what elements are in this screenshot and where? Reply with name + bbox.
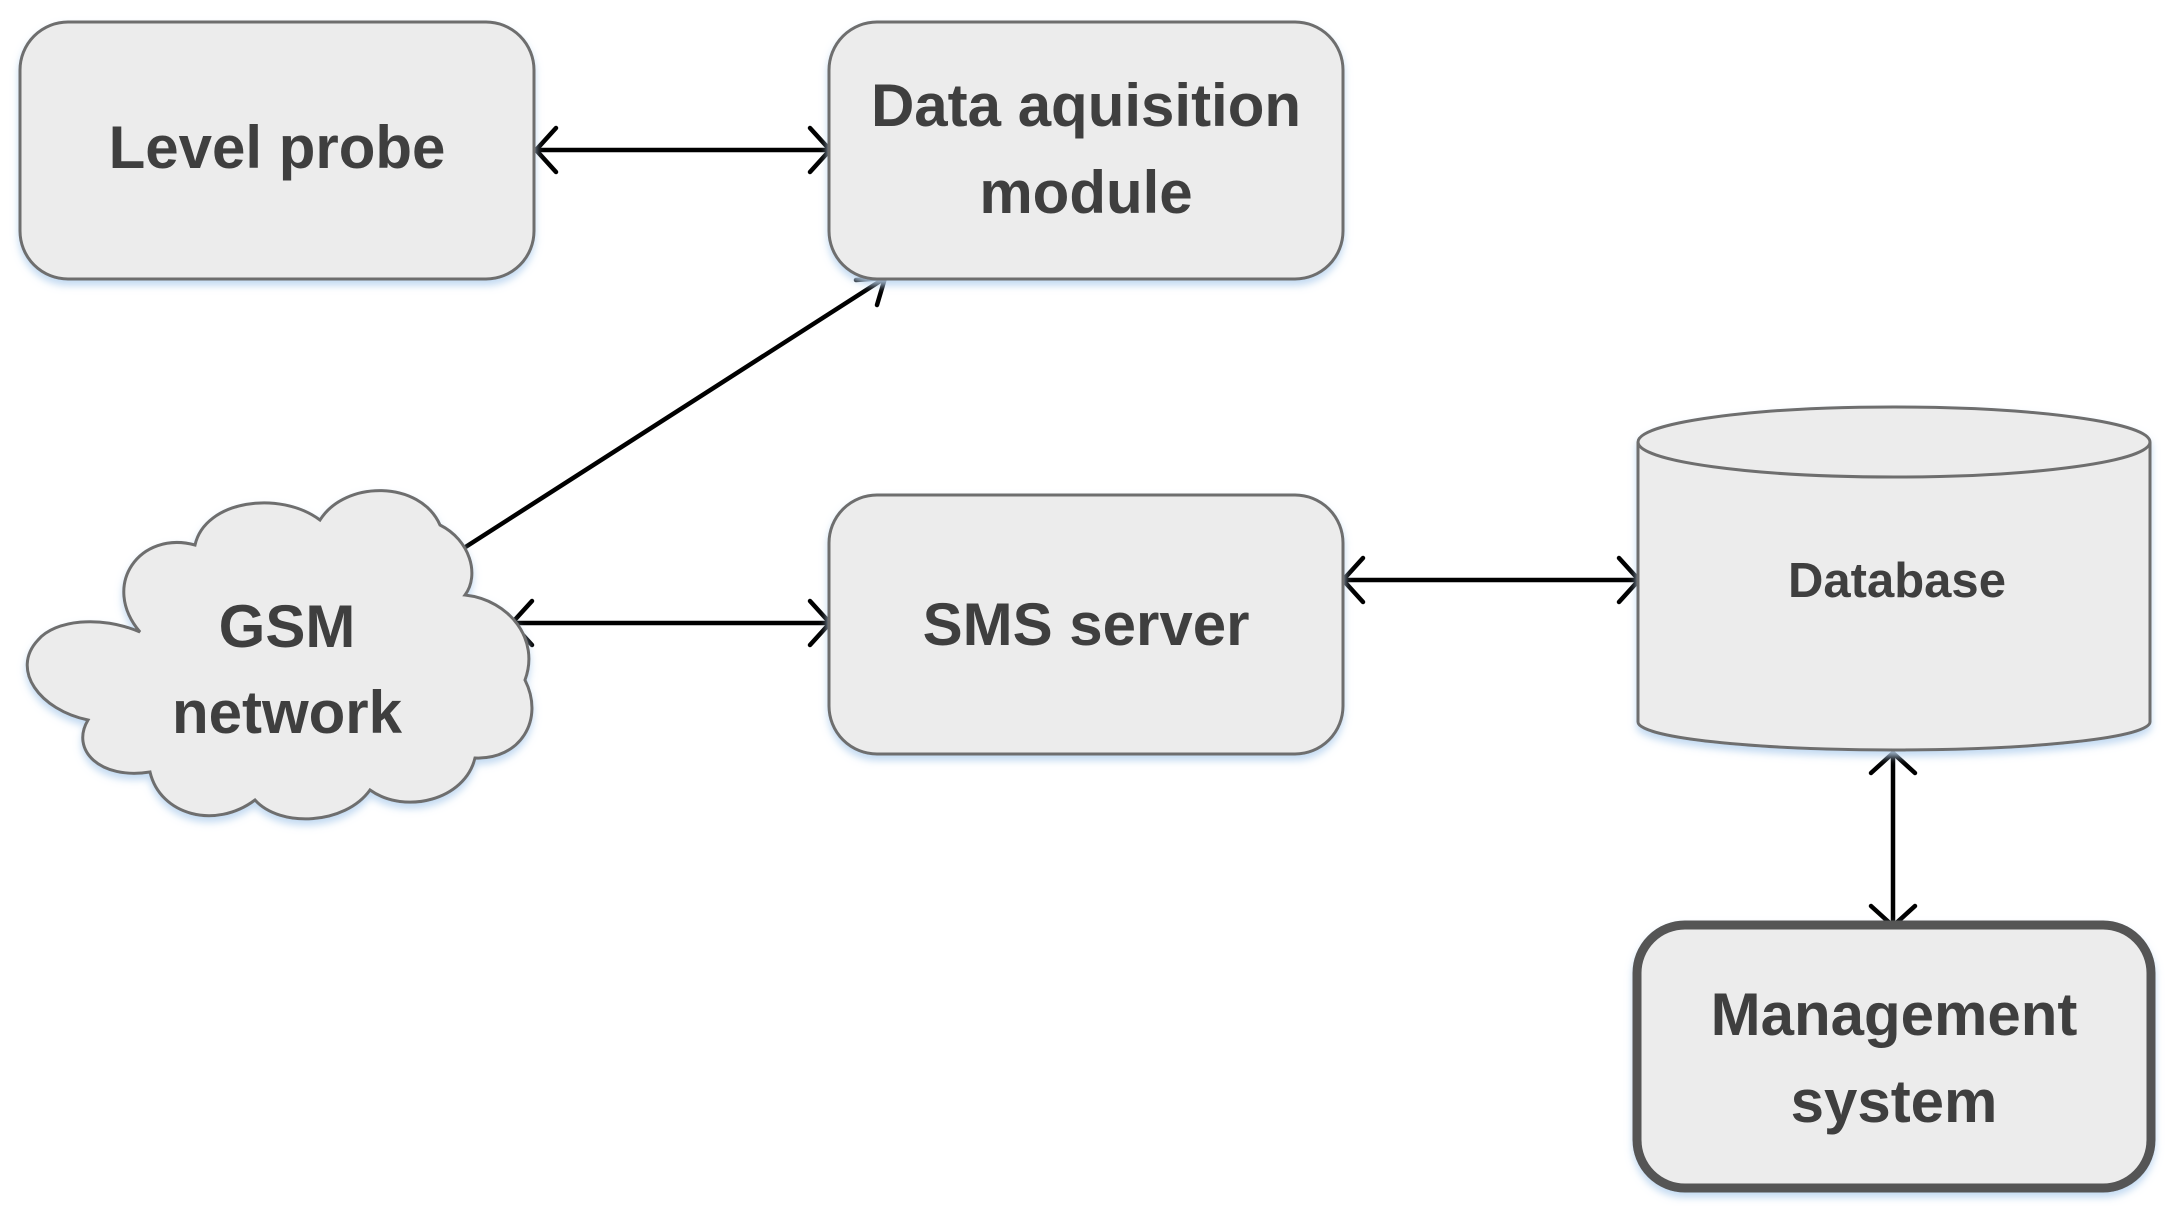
edge-gsm-sms <box>509 598 833 648</box>
node-sms-server: SMS server <box>827 493 1345 756</box>
node-gsm-network: GSM network <box>25 489 534 821</box>
node-management-system: Management system <box>1632 920 2156 1193</box>
node-level-probe-box <box>18 20 536 281</box>
edge-daq-gsm <box>436 275 888 567</box>
edge-sms-database <box>1340 555 1642 605</box>
node-level-probe: Level probe <box>18 20 536 281</box>
node-data-acquisition-module: Data aquisition module <box>827 20 1345 281</box>
database-icon <box>1636 405 2152 752</box>
node-daq-label-line-1: Data aquisition <box>871 72 1301 139</box>
edge-level-probe-daq <box>533 125 833 175</box>
node-gsm-label-line-2: network <box>172 679 403 746</box>
node-gsm-label-line-1: GSM <box>219 593 356 660</box>
node-sms-server-label: SMS server <box>923 591 1250 658</box>
node-sms-server-box <box>827 493 1345 756</box>
cloud-icon <box>25 489 534 821</box>
node-daq-label-line-2: module <box>979 159 1192 226</box>
database-top-rim <box>1636 441 2152 479</box>
node-daq-box <box>827 20 1345 281</box>
edge-database-management <box>1868 750 1918 929</box>
node-database-label: Database <box>1788 554 2006 608</box>
node-management-box <box>1632 920 2156 1193</box>
node-database: Database <box>1636 405 2152 752</box>
node-management-label-line-1: Management <box>1711 981 2078 1048</box>
node-management-label-line-2: system <box>1791 1068 1998 1135</box>
node-level-probe-label: Level probe <box>109 114 446 181</box>
